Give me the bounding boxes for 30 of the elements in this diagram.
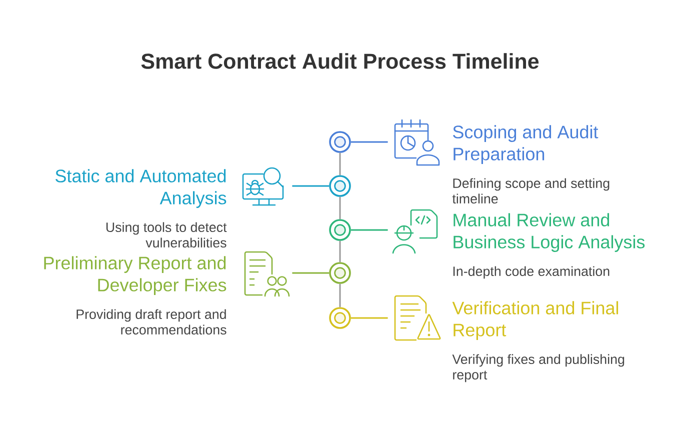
connector-line: [350, 229, 388, 231]
timeline-line: [339, 152, 341, 176]
developer-code-icon: [392, 209, 438, 254]
step-heading: Static and Automated Analysis: [56, 169, 226, 208]
step-description: Providing draft report and recommendations: [76, 309, 226, 335]
step-heading: Verification and Final Report: [452, 301, 618, 340]
document-warning-icon: [394, 295, 441, 341]
timeline-circle: [329, 262, 351, 284]
step-description: Defining scope and setting timeline: [452, 178, 610, 204]
step-description: In-depth code examination: [453, 266, 610, 279]
calendar-chart-icon: [394, 119, 440, 166]
timeline-circle: [329, 307, 351, 329]
timeline-line: [339, 196, 341, 220]
connector-line: [350, 141, 388, 143]
step-description: Using tools to detect vulnerabilities: [106, 222, 227, 248]
step-description: Verifying fixes and publishing report: [452, 354, 624, 382]
timeline-line: [339, 284, 341, 308]
step-heading: Manual Review and Business Logic Analysis: [454, 213, 645, 252]
document-people-icon: [244, 251, 290, 297]
step-heading: Scoping and Audit Preparation: [453, 125, 598, 164]
timeline-circle: [329, 131, 351, 153]
timeline-circle: [329, 175, 351, 197]
connector-line: [292, 185, 330, 187]
connector-line: [292, 272, 330, 274]
connector-line: [350, 317, 388, 319]
timeline-circle: [329, 219, 351, 241]
timeline-line: [339, 240, 341, 262]
title: Smart Contract Audit Process Timeline: [141, 53, 539, 69]
step-heading: Preliminary Report and Developer Fixes: [44, 256, 226, 295]
monitor-bug-icon: [242, 167, 284, 206]
